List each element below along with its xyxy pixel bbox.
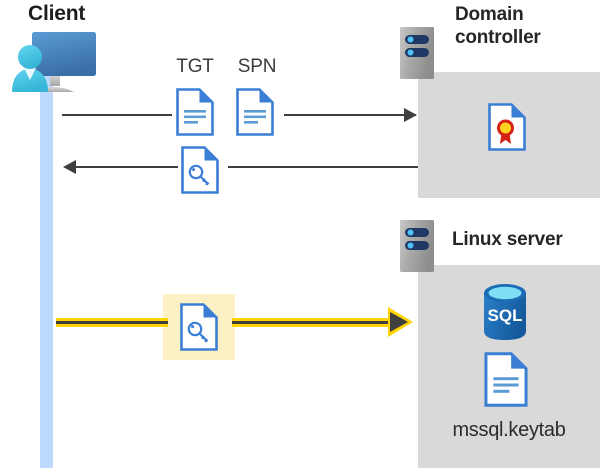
key-document-icon [181, 146, 219, 194]
spn-document-icon [236, 88, 274, 136]
tgt-label: TGT [176, 56, 214, 77]
highlighted-arrow-core [56, 321, 168, 324]
svg-text:SQL: SQL [488, 306, 523, 325]
spn-label: SPN [237, 56, 277, 77]
request-arrow-segment [62, 114, 172, 116]
linux-server-title: Linux server [452, 229, 563, 250]
request-arrow-segment [284, 114, 416, 116]
highlighted-arrow-head [390, 312, 408, 332]
domain-controller-title-line1: Domain [455, 4, 524, 25]
keytab-document-icon [484, 352, 528, 407]
certificate-document-icon [488, 103, 526, 151]
request-arrow-head [404, 108, 417, 122]
sql-database-icon: SQL [478, 283, 532, 341]
key-document-icon [180, 303, 218, 351]
keytab-filename-label: mssql.keytab [452, 419, 566, 441]
server-rack-icon [400, 220, 434, 277]
client-lifeline [40, 75, 53, 468]
server-rack-icon [400, 27, 434, 84]
client-title: Client [28, 2, 86, 25]
domain-controller-title-line2: controller [455, 27, 541, 48]
response-arrow-segment [228, 166, 418, 168]
domain-controller-title: Domain controller [455, 3, 600, 49]
highlighted-arrow-core [232, 321, 394, 324]
user-monitor-icon [6, 28, 102, 100]
response-arrow-head [63, 160, 76, 174]
response-arrow-segment [76, 166, 178, 168]
tgt-document-icon [176, 88, 214, 136]
